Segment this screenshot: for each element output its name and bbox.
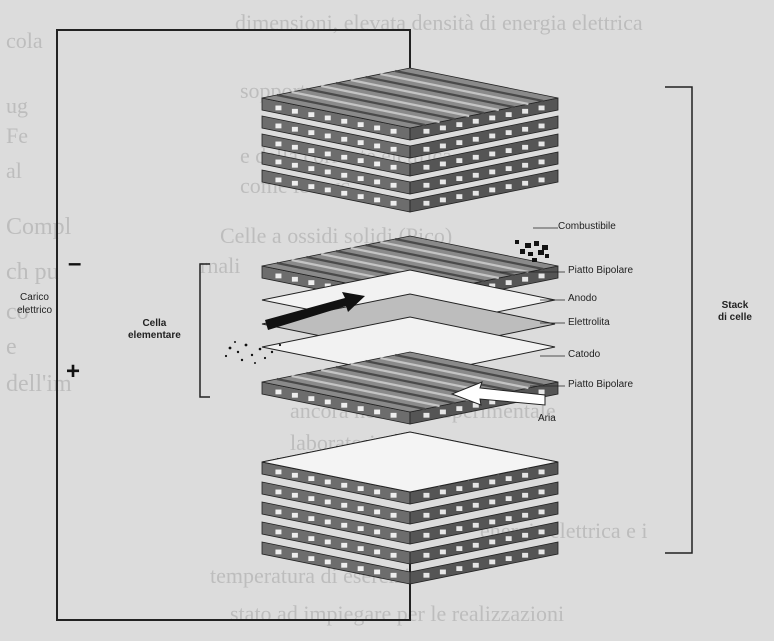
cell-bracket (200, 264, 210, 397)
label-cella-elementare: Cella elementare (128, 318, 181, 342)
label-stack-di-celle: Stack di celle (718, 300, 752, 324)
label-anodo: Anodo (568, 294, 597, 304)
label-combustibile: Combustibile (558, 222, 616, 232)
label-piatto-bipolare-bottom: Piatto Bipolare (568, 380, 633, 390)
label-carico-elettrico: Carico elettrico (17, 292, 52, 317)
stack-bracket (665, 87, 692, 553)
label-aria: Aria (538, 414, 556, 424)
label-elettrolita: Elettrolita (568, 318, 610, 328)
minus-sign: – (68, 252, 81, 276)
bipolar-plate-lower (262, 352, 558, 424)
bottom-stack (262, 432, 558, 584)
plus-sign: + (66, 360, 80, 384)
label-catodo: Catodo (568, 350, 600, 360)
label-piatto-bipolare-top: Piatto Bipolare (568, 266, 633, 276)
top-stack (262, 68, 558, 212)
